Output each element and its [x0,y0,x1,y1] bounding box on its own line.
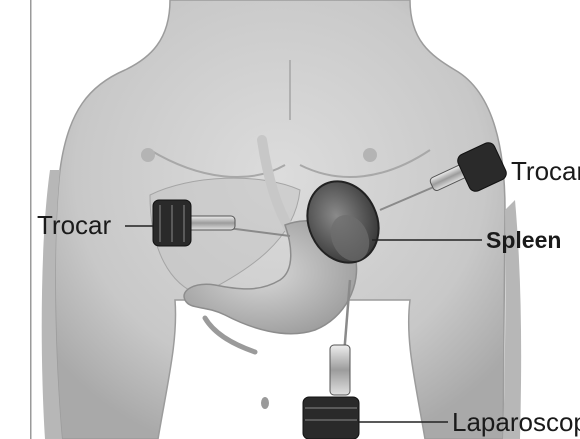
spleen-label: Spleen [486,229,561,252]
laparoscope-sleeve [330,345,350,395]
frame-edge [30,0,32,439]
left-trocar-sleeve [185,216,235,230]
trocar-left-label: Trocar [37,212,111,238]
navel [261,397,269,409]
nipple-right [363,148,377,162]
nipple-left [141,148,155,162]
trocar-right-label: Trocar [511,158,580,184]
laparoscope-label: Laparoscope [452,409,580,435]
laparoscope-cap [303,397,359,439]
